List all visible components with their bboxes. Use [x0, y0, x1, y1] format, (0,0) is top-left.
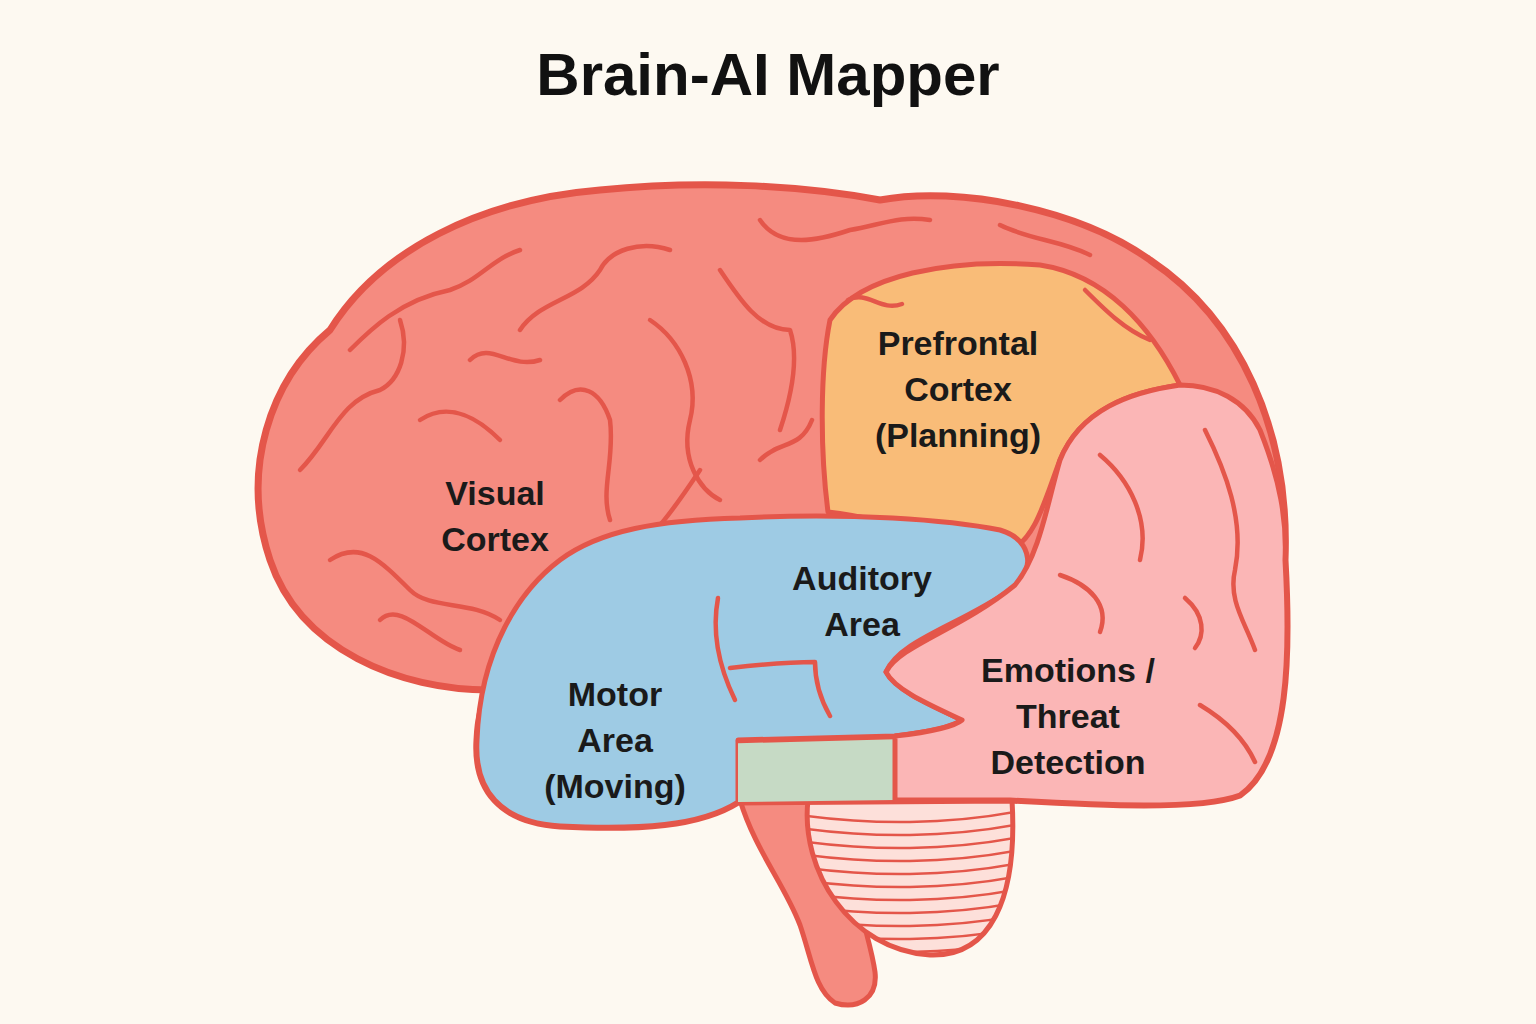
cerebellum-fold [800, 876, 1020, 887]
cerebellum-fold [800, 902, 1020, 913]
cortex-fold [760, 420, 812, 460]
cerebellum-fold [800, 811, 1020, 822]
cortex-fold [650, 320, 720, 500]
cerebellum-fold [800, 889, 1020, 900]
cerebellum-fold [800, 863, 1020, 874]
cerebellum-fold [800, 824, 1020, 835]
cerebellum-fold [800, 941, 1020, 952]
cortex-fold [760, 219, 930, 240]
cerebellum-fold [800, 837, 1020, 848]
cortex-fold [330, 552, 500, 620]
cortex-fold [720, 270, 794, 430]
cortex-fold [1085, 290, 1150, 340]
cortex-fold [1205, 430, 1255, 650]
cortex-fold [1060, 575, 1103, 632]
cerebellum [807, 800, 1013, 955]
cortex-fold [1000, 225, 1090, 255]
brainstem-junction [738, 737, 895, 802]
cerebellum-fold [800, 915, 1020, 926]
cortex-fold [1185, 598, 1202, 648]
cortex-fold [738, 737, 895, 741]
cortex-fold [560, 390, 611, 520]
cortex-fold [848, 297, 902, 305]
region-label: Motor Area (Moving) [535, 672, 695, 810]
region-fill [886, 385, 1287, 805]
region-label: Prefrontal Cortex (Planning) [858, 321, 1058, 459]
cerebrum-outline [258, 185, 1287, 828]
cortex-fold [380, 614, 460, 650]
cerebellum-folds [800, 811, 1020, 952]
cortex-fold [470, 353, 540, 362]
cortex-fold [730, 662, 830, 716]
cortex-fold [350, 250, 520, 350]
cortex-fold [1200, 705, 1255, 762]
diagram-title: Brain-AI Mapper [0, 40, 1536, 110]
cortex-fold [300, 320, 404, 470]
cortex-fold [420, 412, 500, 440]
cortex-fold [1100, 455, 1143, 560]
cerebellum-fold [800, 850, 1020, 861]
region-label: Visual Cortex [420, 471, 570, 563]
region-label: Emotions / Threat Detection [968, 648, 1168, 786]
region-label: Auditory Area [772, 556, 952, 648]
cortex-fold [716, 598, 735, 700]
cerebellum-fold [800, 928, 1020, 939]
cortex-fold [520, 246, 670, 330]
